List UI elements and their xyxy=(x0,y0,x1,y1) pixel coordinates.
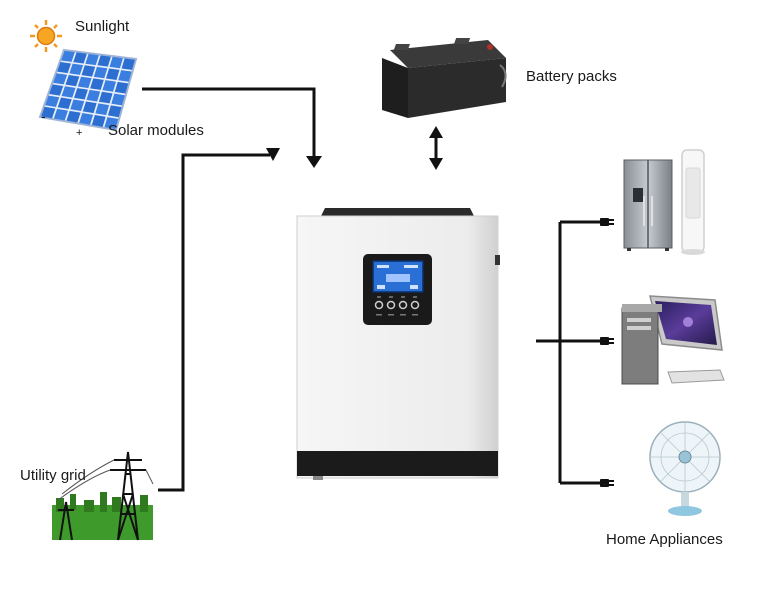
solar-cell xyxy=(53,73,68,85)
solar-cell xyxy=(57,62,71,74)
solar-cell xyxy=(73,52,87,64)
solar-cell xyxy=(70,99,85,112)
solar-cell xyxy=(45,95,60,107)
solar-cell xyxy=(81,65,96,77)
solar-cell xyxy=(91,115,106,127)
solar-cell xyxy=(82,101,97,114)
battery-arrow-down xyxy=(429,158,443,170)
solar-cell xyxy=(74,88,88,100)
solar-cell xyxy=(41,106,56,119)
grid-arrowhead xyxy=(266,148,280,161)
solar-cell xyxy=(105,68,120,81)
solar-cell xyxy=(104,117,119,130)
sun-icon xyxy=(30,20,62,52)
solar-cell xyxy=(79,112,94,125)
transmission-tower-icon xyxy=(52,451,154,541)
refrigerator-icon xyxy=(623,159,673,251)
solar-cell xyxy=(61,50,75,62)
utility-grid-label: Utility grid xyxy=(20,467,86,484)
solar-cell xyxy=(111,93,125,106)
solar-cell xyxy=(85,53,99,66)
inverter-icon xyxy=(296,208,500,480)
solar-cell xyxy=(77,76,92,89)
sunlight-label: Sunlight xyxy=(75,18,130,35)
battery-packs-label: Battery packs xyxy=(526,68,617,85)
solar-modules-label: Solar modules xyxy=(108,122,204,139)
wiring xyxy=(142,87,600,492)
solar-cell xyxy=(97,55,111,67)
solar-cell xyxy=(107,105,122,118)
electric-fan-icon xyxy=(649,421,721,516)
solar-cell xyxy=(95,103,110,116)
solar-negative-sign: - xyxy=(41,108,46,124)
solar-cell xyxy=(121,58,135,70)
air-conditioner-icon xyxy=(681,149,705,255)
solar-cell xyxy=(102,80,117,92)
home-appliances-label: Home Appliances xyxy=(606,531,723,548)
solar-cell xyxy=(86,89,101,102)
solar-panel-icon xyxy=(38,48,138,132)
solar-cell xyxy=(53,108,68,121)
solar-cell xyxy=(65,74,80,87)
solar-arrowhead xyxy=(306,156,322,168)
plug-icon xyxy=(600,337,614,345)
solar-cell xyxy=(49,84,64,96)
solar-cell xyxy=(66,110,81,123)
solar-to-inverter-wire xyxy=(142,87,316,160)
battery-arrow-up xyxy=(429,126,443,138)
desktop-computer-icon xyxy=(621,295,725,385)
solar-cell xyxy=(98,91,113,104)
plug-icon xyxy=(600,218,614,226)
solar-cell xyxy=(90,78,104,90)
arrowheads xyxy=(266,126,443,170)
solar-cell xyxy=(57,97,72,110)
solar-positive-sign: + xyxy=(76,127,83,139)
solar-cell xyxy=(118,70,132,82)
solar-cell xyxy=(109,56,123,69)
solar-cell xyxy=(69,63,84,75)
solar-cell xyxy=(93,66,108,79)
grid-to-inverter-wire xyxy=(158,153,270,492)
solar-cell xyxy=(114,81,129,94)
solar-cell xyxy=(61,86,76,98)
battery-icon xyxy=(382,38,507,118)
plug-icon xyxy=(600,479,614,487)
